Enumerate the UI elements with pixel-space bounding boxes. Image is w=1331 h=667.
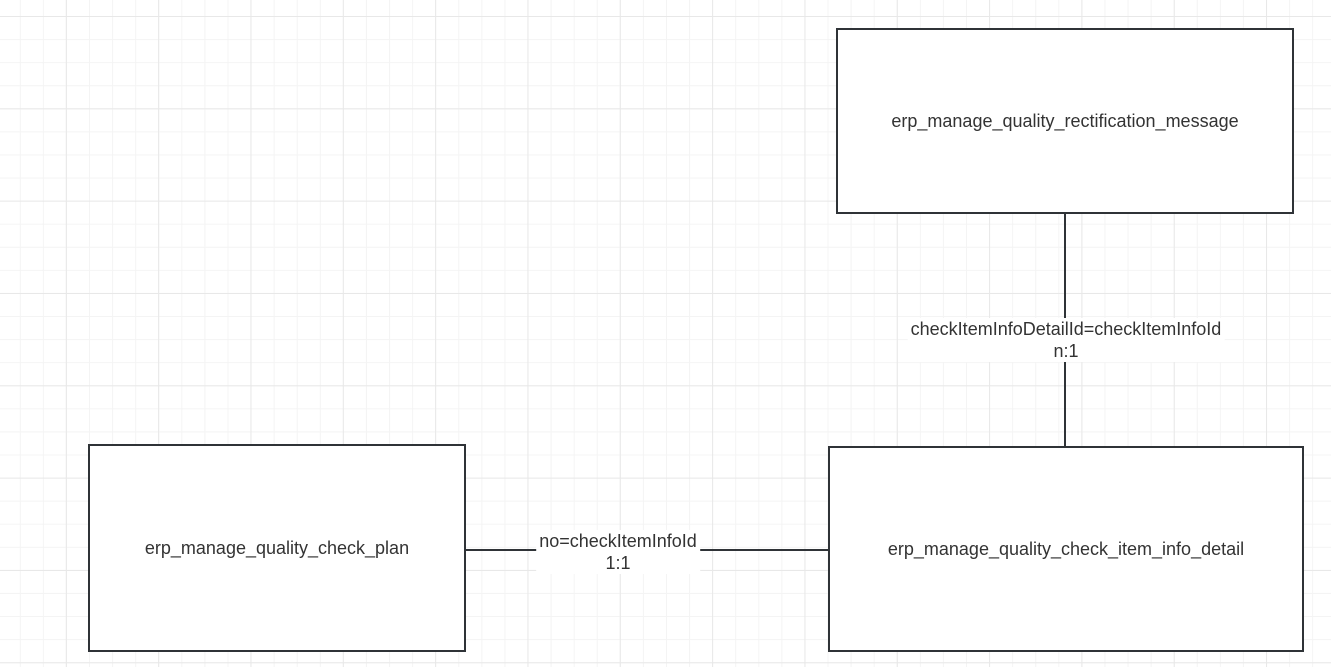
entity-erp-manage-quality-rectification-message[interactable]: erp_manage_quality_rectification_message: [836, 28, 1294, 214]
entity-erp-manage-quality-check-item-info-detail[interactable]: erp_manage_quality_check_item_info_detai…: [828, 446, 1304, 652]
edge-cardinality: 1:1: [605, 553, 631, 573]
edge-label-check-plan-to-check-item-info-detail[interactable]: no=checkItemInfoId 1:1: [536, 530, 700, 574]
edge-cardinality: n:1: [1053, 341, 1079, 361]
edge-condition: checkItemInfoDetailId=checkItemInfoId: [910, 319, 1222, 339]
entity-erp-manage-quality-check-plan[interactable]: erp_manage_quality_check_plan: [88, 444, 466, 652]
entity-label: erp_manage_quality_rectification_message: [891, 110, 1239, 131]
entity-label: erp_manage_quality_check_item_info_detai…: [887, 538, 1245, 559]
edge-label-rectification-message-to-check-item-info-detail[interactable]: checkItemInfoDetailId=checkItemInfoId n:…: [907, 318, 1225, 362]
edge-condition: no=checkItemInfoId: [539, 531, 697, 551]
entity-label: erp_manage_quality_check_plan: [144, 537, 410, 558]
